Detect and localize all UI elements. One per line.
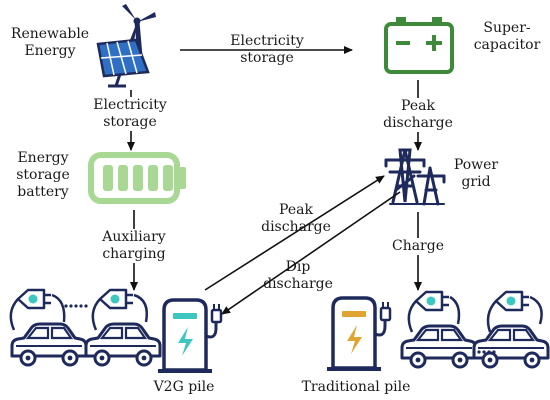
label-line: Electricity xyxy=(230,33,304,49)
plug-icon xyxy=(16,288,53,310)
label-line: storage xyxy=(16,167,70,183)
supercapacitor-icon xyxy=(384,17,454,74)
edge-label-battery-ev: Auxiliary charging xyxy=(78,229,190,263)
power-grid-label: Power grid xyxy=(448,157,504,191)
label-line: battery xyxy=(17,184,69,200)
battery-icon xyxy=(88,152,186,204)
supercapacitor-label: Super- capacitor xyxy=(466,20,548,54)
ellipsis-dots xyxy=(472,350,496,354)
edge-label-grid-ev: Charge xyxy=(382,238,454,255)
label-line: charging xyxy=(102,246,166,262)
label-line: Renewable xyxy=(10,26,90,42)
label-line: Peak xyxy=(401,98,435,114)
label-line: Super- xyxy=(483,20,531,36)
ev-car-left-1 xyxy=(10,322,88,367)
ev-car-right-2 xyxy=(472,324,550,369)
edge-label-grid-v2g: Dip discharge xyxy=(250,259,346,293)
label-line: Auxiliary xyxy=(102,229,166,245)
ev-car-left-2 xyxy=(84,322,162,367)
plug-icon xyxy=(414,290,451,312)
label-line: Peak xyxy=(279,202,313,218)
edge-label-renewable-battery: Electricity storage xyxy=(70,97,190,131)
arrow-grid-to-v2g xyxy=(221,191,401,315)
power-tower-icon xyxy=(384,148,446,206)
ev-car-right-1 xyxy=(400,324,478,369)
plug-icon xyxy=(98,288,135,310)
renewable-energy-label: Renewable Energy xyxy=(4,26,96,60)
arrow-v2g-to-grid xyxy=(204,175,385,291)
edge-label-renewable-supercap: Electricity storage xyxy=(206,33,328,67)
ellipsis-dots xyxy=(64,304,88,308)
v2g-pile-label: V2G pile xyxy=(153,379,215,395)
label-line: Dip xyxy=(285,259,311,275)
lightning-icon xyxy=(347,325,362,354)
plug-icon xyxy=(494,290,531,312)
label-line: storage xyxy=(103,114,157,130)
label-line: discharge xyxy=(383,115,453,131)
label-line: discharge xyxy=(261,219,331,235)
edge-label-supercap-grid: Peak discharge xyxy=(368,98,468,132)
lightning-icon xyxy=(178,327,193,356)
label-line: Energy xyxy=(24,43,76,59)
label-line: Electricity xyxy=(93,97,167,113)
energy-storage-battery-label: Energy storage battery xyxy=(2,150,84,201)
traditional-pile-label: Traditional pile xyxy=(301,379,411,395)
charging-pile-icon xyxy=(158,298,223,373)
charging-pile-icon xyxy=(327,296,392,371)
label-line: Energy xyxy=(17,150,69,166)
edge-label-v2g-grid: Peak discharge xyxy=(248,202,344,236)
label-line: capacitor xyxy=(473,37,541,53)
label-line: grid xyxy=(461,174,491,190)
label-line: discharge xyxy=(263,276,333,292)
label-line: Power xyxy=(453,157,499,173)
wind-solar-icon xyxy=(96,4,156,88)
label-line: storage xyxy=(240,50,294,66)
